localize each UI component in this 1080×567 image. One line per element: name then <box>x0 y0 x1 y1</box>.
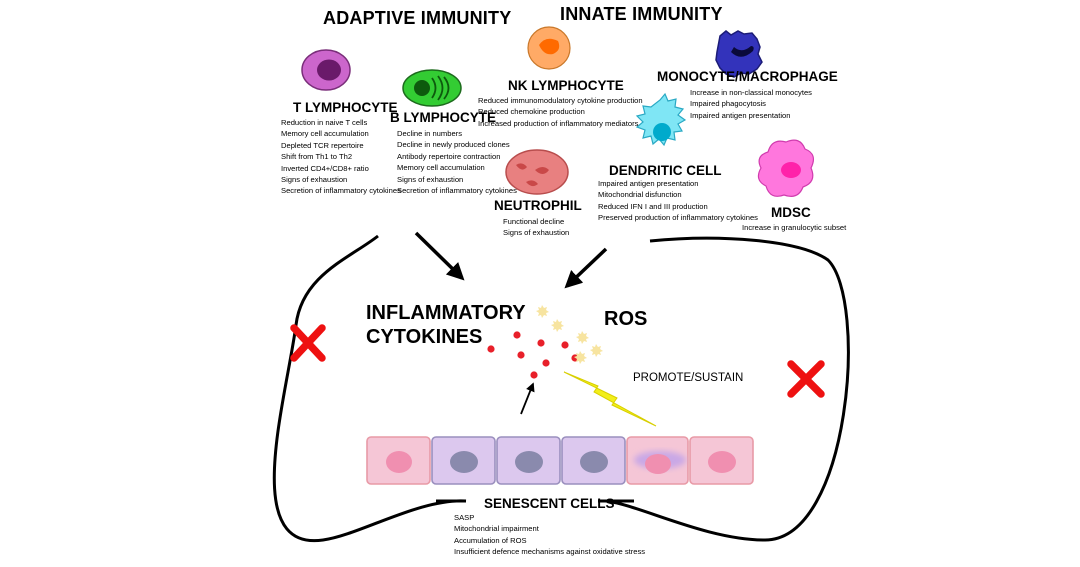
t-cell-icon <box>301 49 351 91</box>
b-lymphocyte-list: Decline in numbers Decline in newly prod… <box>397 128 517 196</box>
list-item: Reduced IFN I and III production <box>598 201 708 211</box>
dendritic-cell-title: DENDRITIC CELL <box>609 163 722 178</box>
mdsc-list: Increase in granulocytic subset <box>742 222 846 233</box>
arrow-icon <box>520 382 535 415</box>
list-item: Accumulation of ROS <box>454 535 527 545</box>
list-item: Increased production of inflammatory med… <box>478 118 639 128</box>
list-item: Reduction in naive T cells <box>281 118 368 127</box>
dendritic-cell-list: Impaired antigen presentation Mitochondr… <box>598 178 758 224</box>
list-item: Decline in newly produced clones <box>397 140 510 150</box>
list-item: Functional decline <box>503 217 565 226</box>
monocyte-title: MONOCYTE/MACROPHAGE <box>657 69 838 84</box>
adaptive-immunity-heading: ADAPTIVE IMMUNITY <box>323 8 512 28</box>
inflammatory-cytokines-line1: INFLAMMATORY <box>366 302 526 324</box>
senescent-tissue <box>366 436 754 485</box>
list-item: Decline in numbers <box>397 129 462 138</box>
list-item: Inverted CD4+/CD8+ ratio <box>281 163 369 173</box>
promote-sustain-label: PROMOTE/SUSTAIN <box>633 372 744 384</box>
list-item: Impaired phagocytosis <box>690 99 766 109</box>
list-item: Impaired antigen presentation <box>690 110 791 120</box>
list-item: Depleted TCR repertoire <box>281 140 364 150</box>
left-loop-line <box>272 234 467 543</box>
list-item: Preserved production of inflammatory cyt… <box>598 213 758 223</box>
arrow-icon <box>564 247 608 289</box>
monocyte-list: Increase in non-classical monocytes Impa… <box>690 87 812 121</box>
senescent-cells-list: SASP Mitochondrial impairment Accumulati… <box>454 512 645 558</box>
cross-icon <box>290 324 326 362</box>
neutrophil-icon <box>505 149 569 195</box>
cross-icon <box>787 360 825 398</box>
right-loop-line <box>605 236 850 542</box>
list-item: Mitochondrial impairment <box>454 524 539 534</box>
b-cell-icon <box>402 69 462 107</box>
list-item: Memory cell accumulation <box>281 129 369 139</box>
nk-lymphocyte-list: Reduced immunomodulatory cytokine produc… <box>478 95 643 129</box>
list-item: Reduced chemokine production <box>478 107 585 117</box>
list-item: Memory cell accumulation <box>397 163 485 173</box>
nk-cell-icon <box>527 26 571 70</box>
list-item: Secretion of inflammatory cytokines <box>281 186 401 196</box>
list-item: Signs of exhaustion <box>281 175 348 185</box>
list-item: Signs of exhaustion <box>397 174 464 184</box>
list-item: Increase in non-classical monocytes <box>690 88 812 97</box>
ros-label: ROS <box>604 308 648 330</box>
arrow-icon <box>414 231 465 281</box>
list-item: Impaired antigen presentation <box>598 179 699 188</box>
list-item: Antibody repertoire contraction <box>397 151 501 161</box>
cytokine-dots <box>487 331 579 379</box>
mdsc-icon <box>757 139 815 197</box>
lightning-icon <box>563 371 657 427</box>
inflammatory-cytokines-line2: CYTOKINES <box>366 326 483 348</box>
b-lymphocyte-title: B LYMPHOCYTE <box>390 110 497 125</box>
list-item: Mitochondrial disfunction <box>598 190 682 200</box>
monocyte-icon <box>715 30 763 78</box>
neutrophil-list: Functional decline Signs of exhaustion <box>503 216 569 239</box>
list-item: Insufficient defence mechanisms against … <box>454 547 646 557</box>
mdsc-title: MDSC <box>771 205 811 220</box>
list-item: Secretion of inflammatory cytokines <box>397 186 517 196</box>
ros-dots <box>536 305 603 364</box>
t-lymphocyte-list: Reduction in naive T cells Memory cell a… <box>281 117 401 197</box>
neutrophil-title: NEUTROPHIL <box>494 198 582 213</box>
list-item: SASP <box>454 513 475 522</box>
t-lymphocyte-title: T LYMPHOCYTE <box>293 100 398 115</box>
dendritic-cell-icon <box>635 92 687 147</box>
list-item: Reduced immunomodulatory cytokine produc… <box>478 96 643 105</box>
list-item: Shift from Th1 to Th2 <box>281 152 353 162</box>
list-item: Signs of exhaustion <box>503 228 570 238</box>
list-item: Increase in granulocytic subset <box>742 223 847 232</box>
innate-immunity-heading: INNATE IMMUNITY <box>560 4 723 24</box>
nk-lymphocyte-title: NK LYMPHOCYTE <box>508 78 624 93</box>
senescent-cells-title: SENESCENT CELLS <box>484 496 615 511</box>
